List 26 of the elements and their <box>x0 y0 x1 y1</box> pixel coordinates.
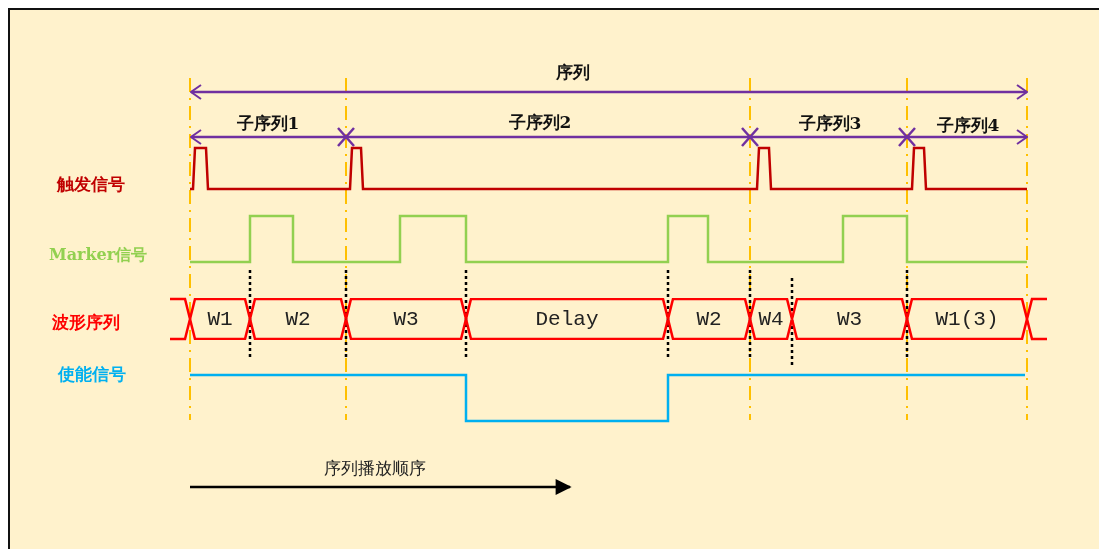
signal-label: 触发信号 <box>57 175 125 193</box>
waveform-segment <box>466 298 668 340</box>
waveform-segment <box>250 298 346 340</box>
dimension-label: 序列 <box>556 63 590 81</box>
segment-label: W2 <box>696 307 722 331</box>
signal-label: 波形序列 <box>52 313 120 331</box>
segment-label: W2 <box>285 307 311 331</box>
segment-label: Delay <box>535 307 599 331</box>
segment-label: W1(3) <box>935 307 999 331</box>
waveform-segment <box>668 298 750 340</box>
signal-label: 使能信号 <box>58 365 126 383</box>
segment-label: W3 <box>836 307 863 331</box>
waveform-segment <box>792 298 907 340</box>
waveform-segment <box>907 298 1027 340</box>
waveform-segment <box>346 298 466 340</box>
dimension-label: 子序列2 <box>508 113 572 131</box>
segment-label: W3 <box>393 307 419 331</box>
dimension-label: 子序列3 <box>798 114 862 132</box>
dimension-label: 子序列4 <box>936 116 1000 134</box>
segment-label: W4 <box>758 307 784 331</box>
segment-label: W1 <box>207 307 233 331</box>
waveform-segment <box>750 298 792 340</box>
signal-label: Marker信号 <box>49 247 148 263</box>
arrow-label: 序列播放顺序 <box>324 459 426 477</box>
waveform-segment <box>190 298 250 340</box>
dimension-label: 子序列1 <box>236 114 300 132</box>
